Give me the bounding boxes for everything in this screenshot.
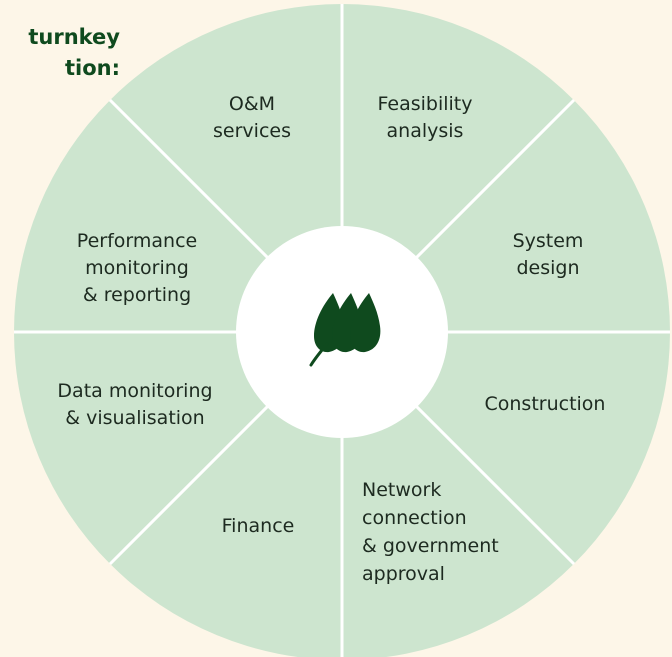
segment-label-line: design bbox=[516, 257, 579, 279]
segment-label-om: O&M services bbox=[213, 93, 291, 142]
segment-label-line: Data monitoring bbox=[57, 380, 212, 402]
segment-label-data-monitoring: Data monitoring & visualisation bbox=[57, 380, 212, 429]
segment-label-line: Feasibility bbox=[378, 93, 473, 115]
segment-label-line: Construction bbox=[485, 393, 606, 415]
segment-label-line: Performance bbox=[77, 230, 197, 252]
leaves-logo-icon bbox=[309, 293, 381, 367]
segment-label-line: Finance bbox=[222, 515, 295, 537]
segment-label-feasibility: Feasibility analysis bbox=[378, 93, 473, 142]
segment-label-line: monitoring bbox=[85, 257, 189, 279]
segment-label-network: Network connection & government approval bbox=[362, 479, 499, 585]
segment-label-line: approval bbox=[362, 563, 445, 585]
diagram-heading: turnkey tion: bbox=[0, 22, 120, 84]
segment-label-line: & government bbox=[362, 535, 499, 557]
segment-label-construction: Construction bbox=[485, 393, 606, 415]
segment-label-performance: Performance monitoring & reporting bbox=[77, 230, 197, 306]
segment-label-line: connection bbox=[362, 507, 467, 529]
heading-line-2: tion: bbox=[64, 56, 120, 80]
segment-label-finance: Finance bbox=[222, 515, 295, 537]
segment-label-line: analysis bbox=[387, 120, 464, 142]
segment-label-system-design: System design bbox=[513, 230, 584, 279]
segment-label-line: O&M bbox=[229, 93, 275, 115]
segment-label-line: & reporting bbox=[83, 284, 191, 306]
segment-label-line: System bbox=[513, 230, 584, 252]
segment-label-line: & visualisation bbox=[65, 407, 204, 429]
segment-label-line: Network bbox=[362, 479, 441, 501]
segment-label-line: services bbox=[213, 120, 291, 142]
heading-line-1: turnkey bbox=[28, 25, 120, 49]
